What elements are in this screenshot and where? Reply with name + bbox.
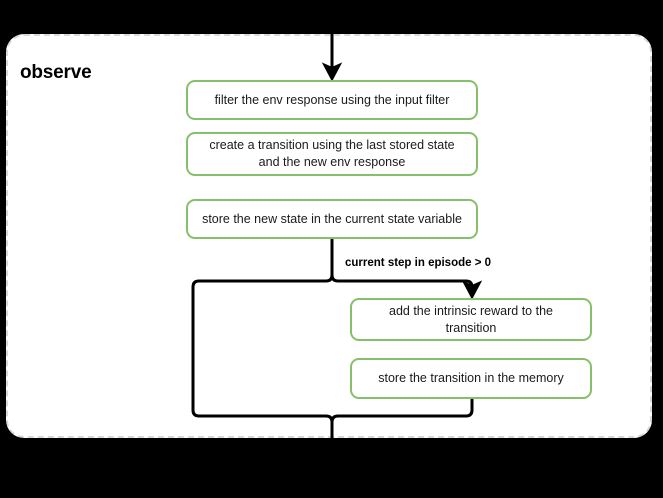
node-add-intrinsic-reward[interactable]: add the intrinsic reward to the transiti… [350,298,592,341]
node-filter-env-response[interactable]: filter the env response using the input … [186,80,478,120]
node-create-transition[interactable]: create a transition using the last store… [186,132,478,176]
node-store-new-state[interactable]: store the new state in the current state… [186,199,478,239]
node-store-transition-memory[interactable]: store the transition in the memory [350,358,592,399]
edge-label-branch-condition: current step in episode > 0 [345,257,492,269]
group-title: observe [20,62,92,83]
